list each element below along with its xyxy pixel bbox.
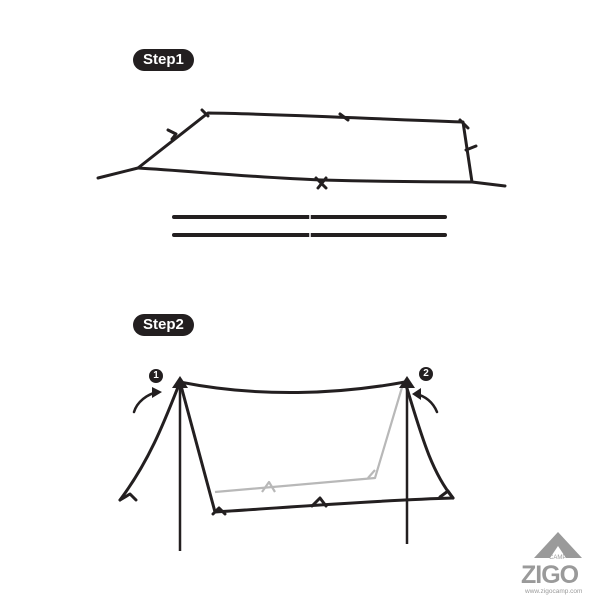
corner-tie-right [438, 489, 455, 500]
logo-brand: ZIGO [521, 561, 579, 589]
step1-badge: Step1 [133, 49, 194, 71]
tarp-side-right [403, 380, 455, 500]
tarp-front-left [118, 380, 182, 502]
back-edge [214, 383, 405, 494]
curved-arrow-head-left [152, 387, 162, 398]
guy-line-right [470, 180, 507, 188]
step2-badge: Step2 [133, 314, 194, 336]
back-edge-tie [261, 469, 376, 493]
curved-arrow-head-right [412, 388, 421, 400]
tie-loop [166, 108, 478, 190]
logo-tag: CAMP [549, 555, 567, 561]
right-pole-tip [399, 376, 415, 388]
tarp-outline [136, 111, 474, 184]
back-edge-line [214, 383, 405, 494]
logo-url: www.zigocamp.com [525, 588, 583, 595]
tarp-front-right [178, 380, 217, 514]
left-pole-tip [172, 376, 188, 388]
corner-tie-left [118, 492, 138, 502]
step-marker-2: 2 [419, 367, 433, 381]
pitched-tarp [118, 380, 455, 516]
step-marker-1: 1 [149, 369, 163, 383]
corner-tie-bottom [211, 496, 328, 516]
flat-tarp [96, 108, 507, 190]
tarp-bottom-edge [213, 496, 455, 514]
guy-line-left [96, 166, 140, 180]
mountain-logo-icon [534, 532, 582, 558]
tarp-top-edge [178, 380, 407, 395]
pitched-poles [178, 380, 409, 551]
